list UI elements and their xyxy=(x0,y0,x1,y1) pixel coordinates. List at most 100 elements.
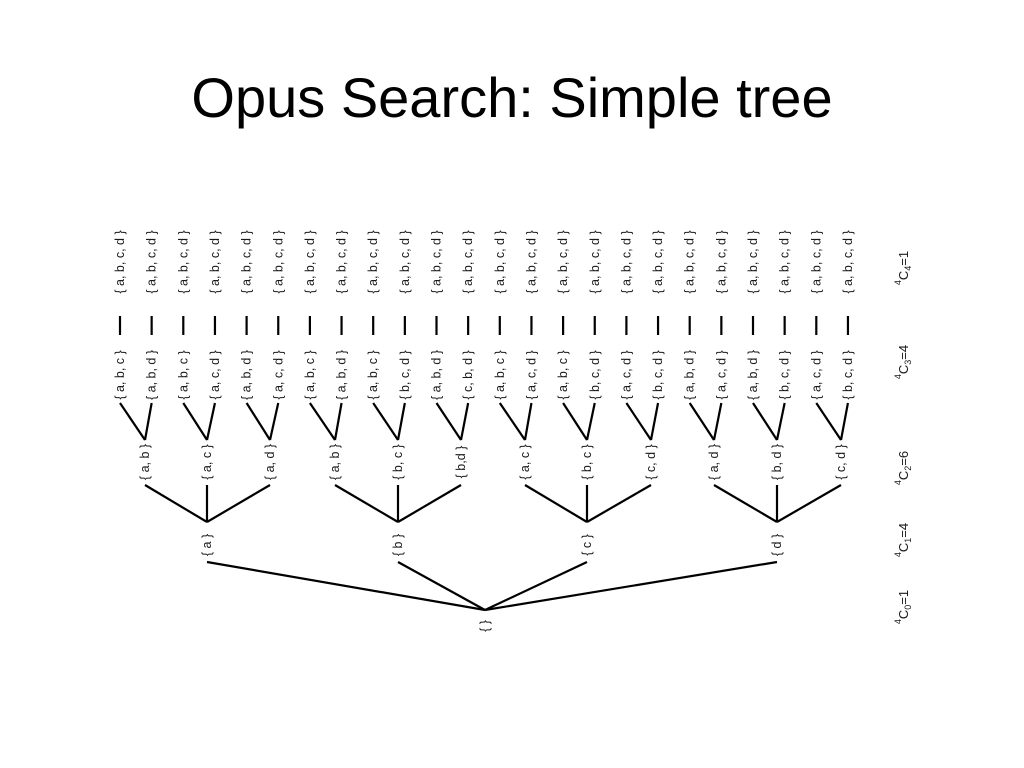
edge-level2-level1 xyxy=(586,484,652,523)
node-level4: { a, b, c, d } xyxy=(841,230,855,293)
node-level3: { a, b, d } xyxy=(145,350,159,400)
node-level3: { a, c, d } xyxy=(208,350,222,399)
node-level3: { a, c, d } xyxy=(524,350,538,399)
edge-level3-level2 xyxy=(712,402,723,441)
edge-level3-level2 xyxy=(839,402,850,441)
node-level3: { a, b, d } xyxy=(683,350,697,400)
node-level4: { a, b, c, d } xyxy=(271,230,285,293)
node-level3: { b, c, d } xyxy=(588,350,602,399)
edge-level3-level2 xyxy=(119,402,146,441)
node-level3: { a, b, d } xyxy=(335,350,349,400)
node-level4: { a, b, c, d } xyxy=(240,230,254,293)
edge-level3-level2 xyxy=(649,402,660,441)
edge-level3-level2 xyxy=(268,402,280,441)
node-level3: { a, b, c } xyxy=(556,350,570,399)
node-level4: { a, b, c, d } xyxy=(461,230,475,293)
node-level3: { a, b, d } xyxy=(746,350,760,400)
edge-level3-level2 xyxy=(205,402,217,441)
node-level1: { a } xyxy=(200,534,214,556)
node-level4: { a, b, c, d } xyxy=(619,230,633,293)
node-level2: { c, d } xyxy=(644,444,658,479)
edge-level3-level2 xyxy=(688,402,715,441)
node-level3: { a, b, c } xyxy=(303,350,317,399)
node-level2: { a, d } xyxy=(263,444,277,480)
node-level3: { a, c, d } xyxy=(619,350,633,399)
node-level4: { a, b, c, d } xyxy=(683,230,697,293)
node-level4: { a, b, c, d } xyxy=(651,230,665,293)
node-level4: { a, b, c, d } xyxy=(809,230,823,293)
edge-level3-level2 xyxy=(585,402,596,441)
node-level4: { a, b, c, d } xyxy=(714,230,728,293)
node-level4: { a, b, c, d } xyxy=(145,230,159,293)
edge-level3-level2 xyxy=(459,402,470,441)
slide-title: Opus Search: Simple tree xyxy=(191,66,833,129)
edge-level1-root xyxy=(206,560,486,612)
node-level3: { a, b, c } xyxy=(366,350,380,399)
edge-level3-level2 xyxy=(396,402,406,441)
edge-level3-level2 xyxy=(372,402,399,441)
edge-level3-level2 xyxy=(625,402,652,441)
edge-level3-level2 xyxy=(435,402,462,441)
edge-level3-level2 xyxy=(775,402,786,441)
node-level2: { b,d } xyxy=(454,446,468,479)
node-level4: { a, b, c, d } xyxy=(588,230,602,293)
edge-level2-level1 xyxy=(334,484,399,523)
edge-level3-level2 xyxy=(333,402,343,441)
node-level4: { a, b, c, d } xyxy=(524,230,538,293)
edge-level2-level1 xyxy=(397,484,462,523)
level-count-4: 4C4=1 xyxy=(893,251,913,285)
node-level3: { a, b, d } xyxy=(430,350,444,400)
edge-level3-level2 xyxy=(523,402,533,441)
node-level3: { c, b, d } xyxy=(461,350,475,399)
node-level3: { a, b, c } xyxy=(176,350,190,399)
edge-level3-level2 xyxy=(562,402,588,441)
edge-level2-level1 xyxy=(206,484,271,523)
node-level4: { a, b, c, d } xyxy=(430,230,444,293)
node-level1: { b } xyxy=(391,534,405,556)
edge-level2-level1 xyxy=(713,484,778,523)
level-count-1: 4C1=4 xyxy=(893,523,913,557)
edge-level2-level1 xyxy=(144,484,208,523)
edge-level1-root xyxy=(484,560,778,612)
node-level3: { b, c, d } xyxy=(398,350,412,399)
edge-level3-level2 xyxy=(308,402,336,441)
node-level2: { a, b } xyxy=(138,444,152,480)
node-level3: { b, c, d } xyxy=(778,350,792,399)
tree-edges xyxy=(118,316,850,612)
node-level3: { b, c, d } xyxy=(651,350,665,399)
edge-level3-level2 xyxy=(498,402,526,441)
edge-level3-level2 xyxy=(182,402,208,441)
node-level2: { a, c } xyxy=(200,444,214,479)
edge-level3-level2 xyxy=(815,402,842,441)
edge-level3-level2 xyxy=(143,402,153,441)
node-level2: { a, c } xyxy=(518,444,532,479)
node-level4: { a, b, c, d } xyxy=(335,230,349,293)
node-root: { } xyxy=(478,620,492,632)
node-level4: { a, b, c, d } xyxy=(556,230,570,293)
node-level1: { c } xyxy=(580,534,594,556)
node-level2: { a, b } xyxy=(328,444,342,480)
node-level2: { b, c } xyxy=(391,444,405,479)
tree-node-labels: { } { a } { b } { c } { d } { a, b } { a, c } {… xyxy=(113,230,855,632)
node-level3: { a, c, d } xyxy=(714,350,728,399)
node-level3: { b, c, d } xyxy=(841,350,855,399)
level-count-3: 4C3=4 xyxy=(893,345,913,379)
edge-level2-level1 xyxy=(524,484,588,523)
node-level3: { a, c, d } xyxy=(271,350,285,399)
node-level3: { a, b, c } xyxy=(493,350,507,399)
node-level4: { a, b, c, d } xyxy=(303,230,317,293)
node-level4: { a, b, c, d } xyxy=(208,230,222,293)
node-level4: { a, b, c, d } xyxy=(176,230,190,293)
node-level3: { a, b, c } xyxy=(113,350,127,399)
level-count-2: 4C2=6 xyxy=(893,451,913,485)
node-level4: { a, b, c, d } xyxy=(493,230,507,293)
node-level2: { b, d } xyxy=(770,444,784,480)
node-level4: { a, b, c, d } xyxy=(778,230,792,293)
node-level1: { d } xyxy=(770,534,784,556)
node-level4: { a, b, c, d } xyxy=(398,230,412,293)
node-level2: { a, d } xyxy=(707,444,721,480)
node-level4: { a, b, c, d } xyxy=(746,230,760,293)
edge-level1-root xyxy=(484,561,588,611)
node-level4: { a, b, c, d } xyxy=(113,230,127,293)
